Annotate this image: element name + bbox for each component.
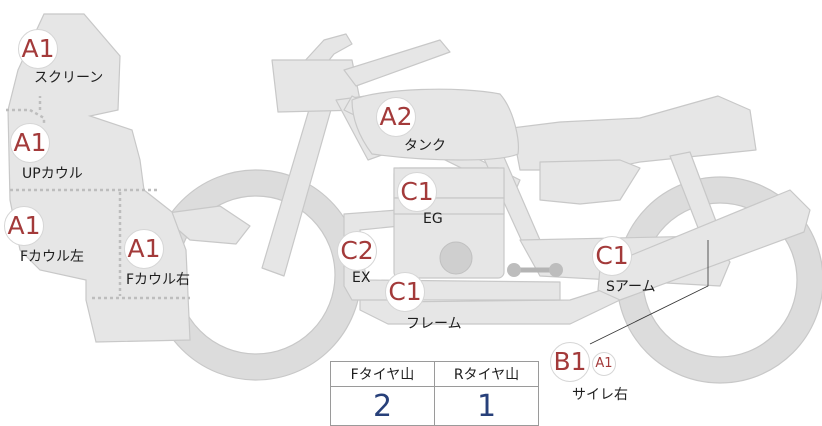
screen-grade-badge: A1 bbox=[18, 29, 58, 69]
rear-fender bbox=[539, 159, 641, 205]
engine-grade-badge: C1 bbox=[397, 172, 437, 212]
exhaust-grade-badge: C2 bbox=[337, 231, 377, 271]
silencer-right-sub-grade-badge: A1 bbox=[592, 352, 616, 376]
frame-label: フレーム bbox=[406, 316, 462, 332]
silencer-right-label: サイレ右 bbox=[572, 387, 628, 403]
silencer bbox=[597, 189, 811, 301]
rear-tread-value: 1 bbox=[434, 386, 539, 426]
tank-grade-badge: A2 bbox=[376, 97, 416, 137]
front-tread-header: Fタイヤ山 bbox=[330, 361, 435, 387]
up-cowl-label: UPカウル bbox=[22, 166, 83, 182]
f-cowl-left-grade-badge: A1 bbox=[4, 206, 44, 246]
seat bbox=[511, 95, 757, 171]
up-cowl-grade-badge: A1 bbox=[10, 123, 50, 163]
silencer-leader-line bbox=[589, 240, 709, 345]
silencer-right-grade-badge: B1 bbox=[550, 342, 590, 382]
engine-label: EG bbox=[423, 211, 443, 227]
exhaust-label: EX bbox=[352, 270, 371, 286]
tank-label: タンク bbox=[404, 138, 446, 154]
swing-arm-grade-badge: C1 bbox=[592, 236, 632, 276]
screen-label: スクリーン bbox=[34, 70, 104, 86]
swing-arm-label: Sアーム bbox=[606, 279, 656, 295]
f-cowl-right-label: Fカウル右 bbox=[126, 272, 191, 288]
front-tread-value: 2 bbox=[330, 386, 435, 426]
f-cowl-left-label: Fカウル左 bbox=[20, 249, 85, 265]
frame-grade-badge: C1 bbox=[385, 272, 425, 312]
f-cowl-right-grade-badge: A1 bbox=[124, 229, 164, 269]
tire-tread-table: Fタイヤ山 Rタイヤ山 2 1 bbox=[330, 361, 539, 426]
rear-tread-header: Rタイヤ山 bbox=[434, 361, 539, 387]
